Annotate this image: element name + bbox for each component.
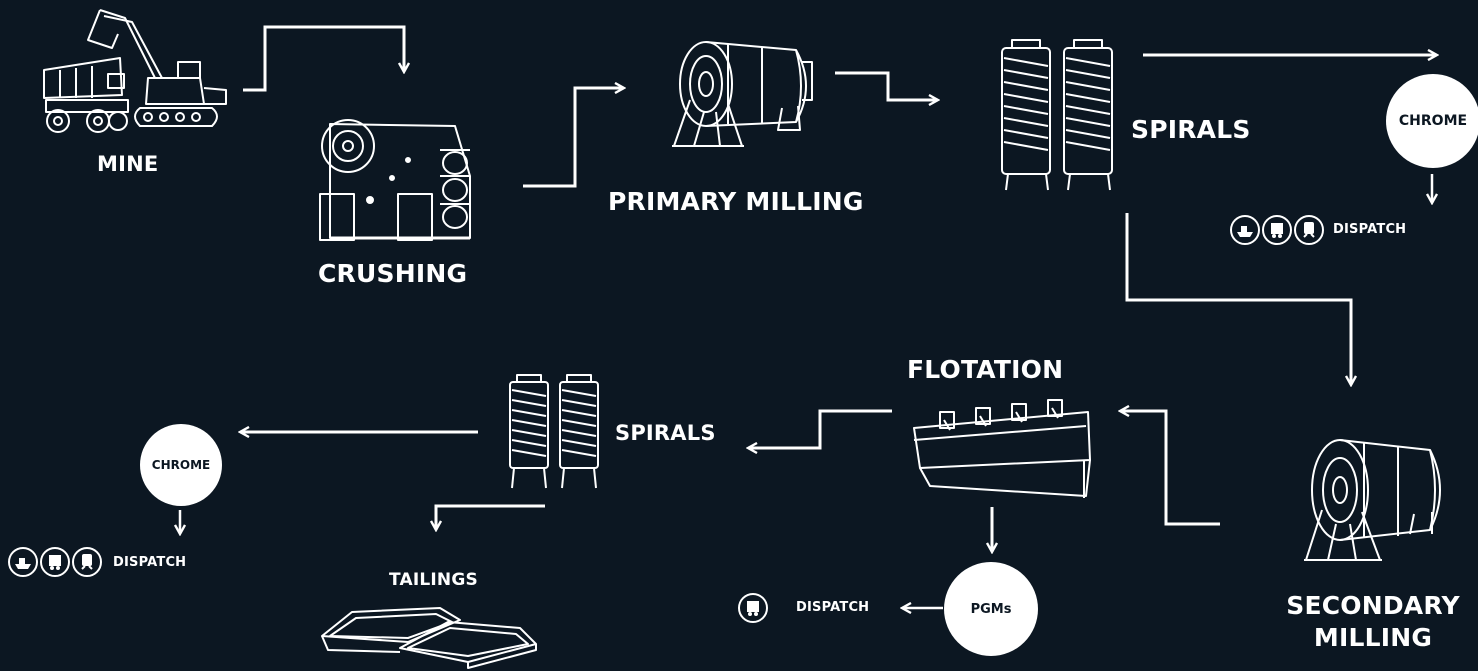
- chrome-bottom-circle: CHROME: [140, 424, 222, 506]
- truck-icon: [40, 547, 70, 577]
- dispatch-bottom-label: DISPATCH: [113, 555, 187, 570]
- spiral-concentrator-icon: [1001, 39, 1113, 191]
- tailings-dam-icon: [321, 607, 537, 669]
- tailings-label: TAILINGS: [389, 570, 478, 590]
- jaw-crusher-icon: [319, 119, 471, 241]
- secondary-milling-line2: MILLING: [1313, 623, 1433, 652]
- arrow-spirals-to-secondary-milling: [1125, 213, 1351, 385]
- chrome-product-circle: CHROME: [1386, 74, 1478, 168]
- spirals-label: SPIRALS: [1131, 115, 1251, 144]
- mining-equipment-icon: [43, 9, 227, 133]
- flotation-cell-icon: [913, 399, 1091, 498]
- ball-mill-icon: [672, 41, 813, 147]
- pgms-product-circle: PGMs: [944, 562, 1038, 656]
- ball-mill-icon: [1304, 439, 1441, 561]
- chrome-label: CHROME: [1398, 113, 1468, 129]
- spirals-bottom-label: SPIRALS: [615, 421, 716, 445]
- mine-label: MINE: [97, 152, 159, 176]
- arrow-spirals-to-tailings: [436, 504, 545, 530]
- arrow-mine-to-crushing: [243, 25, 404, 92]
- dispatch-pgms-label: DISPATCH: [796, 600, 870, 615]
- train-icon: [72, 547, 102, 577]
- pgms-label: PGMs: [970, 601, 1012, 617]
- secondary-milling-line1: SECONDARY: [1286, 591, 1460, 620]
- ship-icon: [1230, 215, 1260, 245]
- arrow-crushing-to-primary-milling: [523, 88, 624, 188]
- ship-icon: [8, 547, 38, 577]
- truck-icon: [1262, 215, 1292, 245]
- arrow-secondary-milling-to-flotation: [1120, 411, 1220, 526]
- truck-icon: [738, 593, 768, 623]
- secondary-milling-label: SECONDARY MILLING: [1268, 590, 1478, 654]
- crushing-label: CRUSHING: [318, 259, 468, 288]
- arrow-flotation-to-spirals: [748, 409, 892, 448]
- dispatch-label: DISPATCH: [1333, 222, 1407, 237]
- spiral-concentrator-icon: [509, 374, 599, 489]
- arrow-primary-milling-to-spirals: [835, 71, 938, 100]
- chrome-bottom-label: CHROME: [151, 458, 211, 472]
- primary-milling-label: PRIMARY MILLING: [608, 187, 864, 216]
- train-icon: [1294, 215, 1324, 245]
- flotation-label: FLOTATION: [907, 355, 1064, 384]
